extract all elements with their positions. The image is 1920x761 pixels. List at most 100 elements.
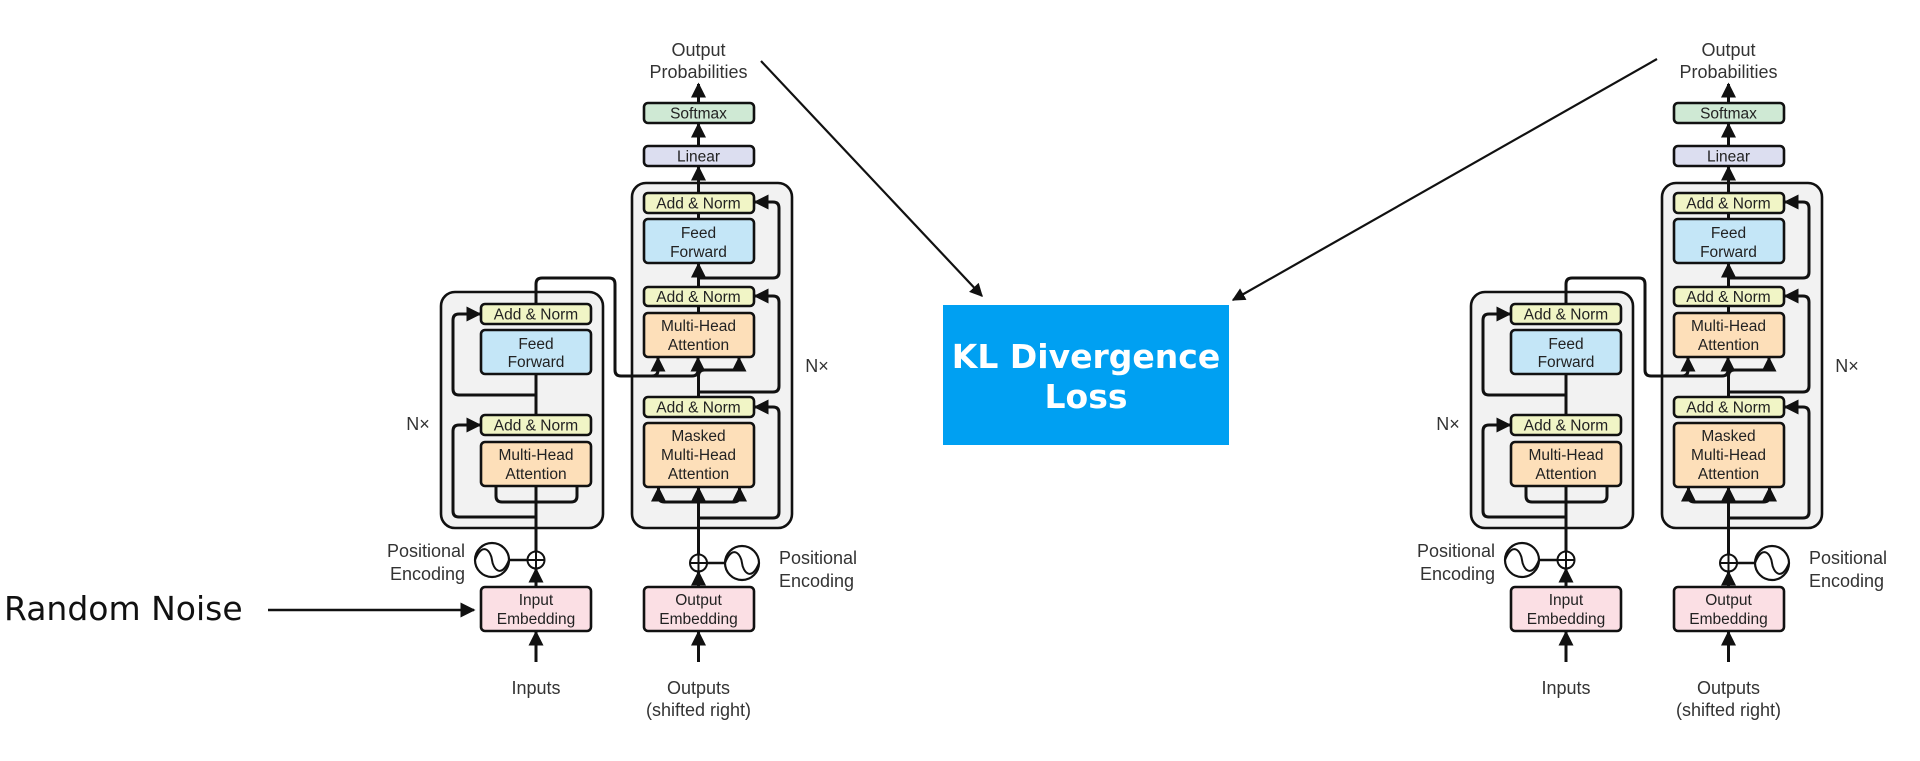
output-probabilities-label-line1: Output	[1701, 40, 1755, 60]
inputs-label: Inputs	[511, 678, 560, 698]
kl-loss-background	[943, 305, 1229, 445]
decoder-add-norm-masked-shape	[642, 395, 756, 419]
decoder-residual-masked	[1728, 399, 1811, 520]
decoder-positional-encoding-icon	[723, 544, 761, 582]
encoder-add-norm-attn-shape	[479, 413, 593, 437]
decoder-residual-cross	[698, 288, 781, 394]
decoder-query-flow	[697, 356, 747, 397]
masked-attention-label-line3: Attention	[668, 466, 729, 483]
encoder-add-norm-attn-label: Add & Norm	[1524, 418, 1608, 435]
encoder-repeat-label: N×	[406, 414, 430, 434]
encoder-feed-forward-label-line1: Feed	[518, 336, 553, 353]
decoder-positional-label-line1: Positional	[779, 548, 857, 568]
encoder-multi-head-attention-shape	[479, 440, 593, 488]
input-embedding-shape	[479, 585, 593, 633]
decoder-attention-label-line2: Attention	[668, 337, 729, 354]
decoder-repeat-label: N×	[805, 356, 829, 376]
encoder-add-norm-ff-label: Add & Norm	[1524, 307, 1608, 324]
decoder-feed-forward-label-line1: Feed	[1711, 225, 1746, 242]
encoder-residual-attn	[1481, 417, 1566, 519]
input-embedding-label-line1: Input	[519, 592, 554, 609]
decoder-masked-branch-left	[1681, 486, 1729, 504]
encoder-add-norm-attn-label: Add & Norm	[494, 418, 578, 435]
decoder-add-norm-ff: Add & Norm	[642, 191, 756, 215]
encoder-residual-attn	[451, 417, 536, 519]
decoder-add-norm-masked: Add & Norm	[1672, 395, 1786, 419]
masked-attention-label-line2: Multi-Head	[1691, 447, 1766, 464]
decoder-add-norm-cross-shape	[642, 285, 756, 308]
decoder-masked-branch-left	[651, 486, 699, 504]
decoder-add-norm-cross-shape	[1672, 285, 1786, 308]
output-probabilities-label-line2: Probabilities	[1679, 62, 1777, 82]
encoder-positional-encoding-icon	[1503, 541, 1541, 579]
decoder-residual-ff	[1728, 194, 1811, 280]
softmax: Softmax	[642, 101, 756, 125]
decoder-positional-label-line2: Encoding	[779, 571, 854, 591]
decoder-repeat-label: N×	[1835, 356, 1859, 376]
encoder-add-norm-attn-shape	[1509, 413, 1623, 437]
masked-attention-label-line3: Attention	[1698, 466, 1759, 483]
encoder-add-norm-ff-shape	[479, 302, 593, 326]
decoder-residual-masked	[698, 399, 781, 520]
decoder-feed-forward-shape	[1672, 217, 1786, 265]
decoder-add-norm-masked-shape	[1672, 395, 1786, 419]
decoder-masked-multi-head-attention-shape	[642, 421, 756, 489]
encoder-feed-forward-label-line2: Forward	[1538, 354, 1595, 371]
softmax-label: Softmax	[670, 106, 727, 123]
encoder-feed-forward-label-line2: Forward	[508, 354, 565, 371]
output-embedding-shape	[1672, 585, 1786, 633]
encoder-add-norm-ff: Add & Norm	[1509, 302, 1623, 326]
encoder-add-norm-ff-label: Add & Norm	[494, 307, 578, 324]
decoder-add-norm-masked-label: Add & Norm	[1686, 400, 1770, 417]
random-noise-label: Random Noise	[4, 589, 243, 628]
softmax-shape	[1672, 101, 1786, 125]
outputs-label-line2: (shifted right)	[646, 700, 751, 720]
decoder-masked-multi-head-attention-shape	[1672, 421, 1786, 489]
output-embedding-label-line1: Output	[675, 592, 722, 609]
encoder-attn-branch-left	[1518, 441, 1566, 504]
encoder-add-norm-ff: Add & Norm	[479, 302, 593, 326]
decoder-residual-ff	[698, 194, 781, 280]
decoder-attention-label-line1: Multi-Head	[1691, 318, 1766, 335]
decoder-positional-label-line1: Positional	[1809, 548, 1887, 568]
encoder-add-norm-attn: Add & Norm	[1509, 413, 1623, 437]
input-embedding-label-line1: Input	[1549, 592, 1584, 609]
decoder-add-norm-masked: Add & Norm	[642, 395, 756, 419]
encoder-attention-label-line2: Attention	[505, 466, 566, 483]
decoder-multi-head-attention-shape	[642, 311, 756, 359]
output-embedding-label-line2: Embedding	[659, 611, 737, 628]
output-probabilities-label-line2: Probabilities	[649, 62, 747, 82]
input-embedding-label-line2: Embedding	[1527, 611, 1605, 628]
decoder-multi-head-attention-shape	[1672, 311, 1786, 359]
decoder-feed-forward-label-line1: Feed	[681, 225, 716, 242]
encoder-to-decoder-link-2	[1680, 356, 1736, 378]
decoder-add-norm-cross: Add & Norm	[642, 285, 756, 308]
encoder-positional-label-line2: Encoding	[1420, 564, 1495, 584]
decoder-feed-forward-label-line2: Forward	[1700, 244, 1757, 261]
softmax-label: Softmax	[1700, 106, 1757, 123]
decoder-add-norm-cross: Add & Norm	[1672, 285, 1786, 308]
decoder-add-norm-cross-label: Add & Norm	[656, 289, 740, 306]
decoder-attention-label-line1: Multi-Head	[661, 318, 736, 335]
masked-attention-label-line1: Masked	[1701, 428, 1755, 445]
encoder-feed-forward-label-line1: Feed	[1548, 336, 1583, 353]
encoder-to-decoder-link-2	[650, 356, 706, 378]
encoder-attn-branch-right	[1566, 441, 1615, 504]
encoder-attn-branch-left	[488, 441, 536, 504]
decoder-masked-branch-right	[1728, 486, 1777, 504]
decoder-query-flow	[1727, 356, 1777, 397]
encoder-stack-group	[439, 290, 605, 530]
